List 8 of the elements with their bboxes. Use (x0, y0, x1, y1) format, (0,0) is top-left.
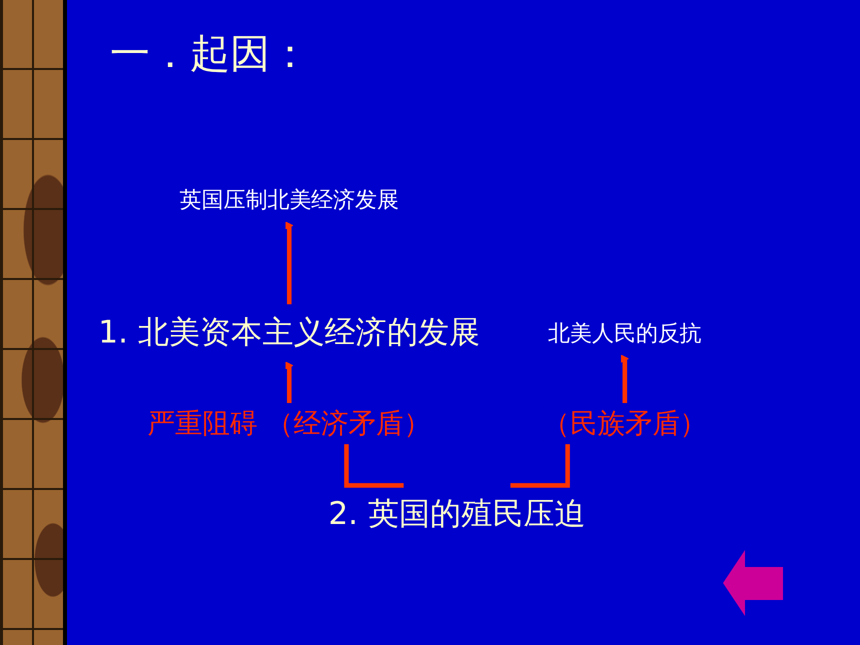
arrow (285, 221, 294, 306)
node-text: 英国压制北美经济发展 (179, 187, 400, 213)
title: 一．起因： (110, 30, 310, 79)
node-text: 2. 英国的殖民压迫 (328, 496, 586, 532)
node-text: 北美人民的反抗 (548, 320, 702, 346)
node-text: 1. 北美资本主义经济的发展 (98, 314, 480, 351)
edge-label: （民族矛盾） (542, 408, 708, 440)
edge-label: 严重阻碍 （经济矛盾） (148, 408, 431, 440)
